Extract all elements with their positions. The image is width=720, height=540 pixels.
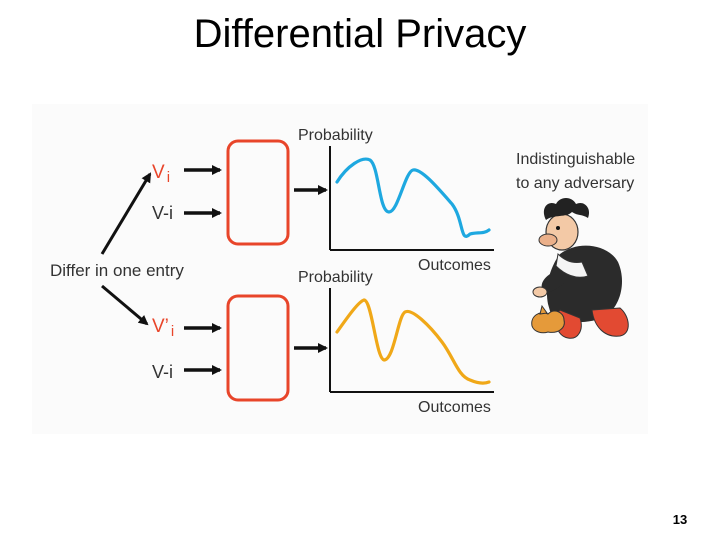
arrow-to-top-group <box>100 172 152 255</box>
bottom-input-v-prime-i: V’i <box>152 316 174 340</box>
top-input-v-minus-i: V-i <box>152 203 173 223</box>
adversary-leg-right <box>591 307 629 337</box>
top-x-axis-label: Outcomes <box>418 257 491 274</box>
bottom-x-axis-label: Outcomes <box>418 399 491 416</box>
slide-title: Differential Privacy <box>193 12 527 56</box>
adversary-callout-line2: to any adversary <box>516 175 634 192</box>
bottom-y-axis-label: Probability <box>298 269 373 286</box>
cat-figure <box>531 310 565 334</box>
adversary-shirt <box>555 252 589 278</box>
differ-label: Differ in one entry <box>50 261 184 280</box>
top-y-axis-label: Probability <box>298 127 373 144</box>
page-number: 13 <box>672 512 688 527</box>
adversary-hand <box>532 286 548 298</box>
adversary-nose <box>538 233 558 247</box>
adversary-callout-line1: Indistinguishable <box>516 151 635 168</box>
cat-ear <box>539 304 548 315</box>
top-mechanism-box <box>226 139 290 246</box>
arrow-to-bottom-group <box>101 284 149 326</box>
bottom-distribution-curve <box>335 298 491 385</box>
adversary-hair <box>543 198 590 220</box>
bottom-mechanism-box <box>226 294 290 402</box>
adversary-arm <box>541 272 566 293</box>
bottom-input-v-minus-i: V-i <box>152 362 173 382</box>
adversary-illustration <box>531 198 629 339</box>
adversary-eye <box>556 226 560 230</box>
top-distribution-curve <box>335 157 491 238</box>
